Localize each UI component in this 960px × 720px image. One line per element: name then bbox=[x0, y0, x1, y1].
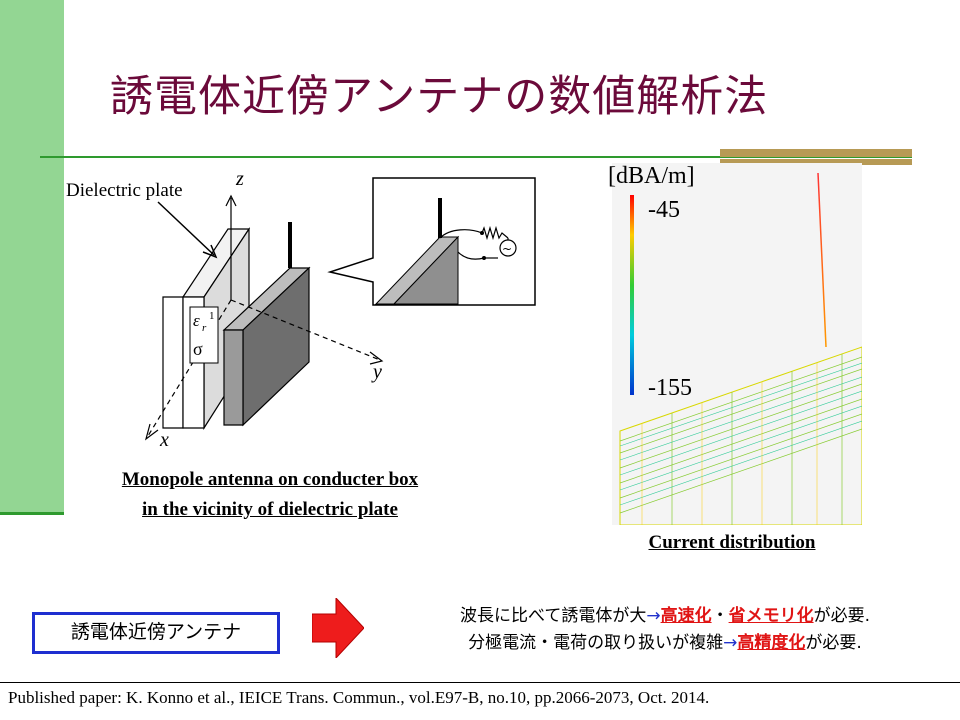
feed-circuit bbox=[439, 225, 517, 260]
material-param-box bbox=[189, 306, 219, 364]
conclusion-line2-suffix: が必要. bbox=[805, 633, 862, 653]
box-mesh-outline bbox=[619, 346, 862, 525]
conclusion-text: 波長に比べて誘電体が大→高速化・省メモリ化が必要. 分極電流・電荷の取り扱いが複… bbox=[370, 603, 960, 657]
conclusion-arrow-1: → bbox=[646, 606, 661, 626]
sigma-symbol: σ bbox=[193, 339, 203, 359]
current-distribution-plot bbox=[619, 172, 862, 525]
left-accent-underline bbox=[0, 512, 64, 515]
conclusion-separator: ・ bbox=[711, 606, 729, 626]
conclusion-arrow-2: → bbox=[723, 633, 738, 653]
colorbar-max-label: -45 bbox=[648, 197, 680, 223]
conclusion-line1-suffix: が必要. bbox=[813, 606, 870, 626]
highlight-speed: 高速化 bbox=[660, 606, 712, 626]
callout-box bbox=[32, 612, 280, 654]
gold-accent-bar-bottom bbox=[720, 159, 912, 165]
axis-z-label: z bbox=[235, 168, 244, 190]
right-arrow-icon bbox=[312, 598, 364, 658]
header-rule bbox=[40, 156, 912, 158]
highlight-memory: 省メモリ化 bbox=[728, 606, 814, 626]
dielectric-plate-label: Dielectric plate bbox=[66, 180, 183, 201]
gold-accent-bar-top bbox=[720, 149, 912, 157]
zoom-callout bbox=[327, 177, 536, 306]
mesh-lines bbox=[619, 354, 862, 525]
conclusion-line1: 波長に比べて誘電体が大→高速化・省メモリ化が必要. bbox=[370, 603, 960, 630]
antenna-diagram: z y x Dielectric plate ε r 1 σ ~ bbox=[66, 168, 536, 451]
monopole-current-trace bbox=[817, 172, 827, 348]
epsilon-subscript: r bbox=[202, 322, 207, 334]
source-symbol: ~ bbox=[502, 242, 512, 256]
slide-title: 誘電体近傍アンテナの数値解析法 bbox=[110, 72, 769, 122]
left-accent-bar bbox=[0, 0, 64, 514]
highlight-accuracy: 高精度化 bbox=[737, 633, 806, 653]
callout-label: 誘電体近傍アンテナ bbox=[70, 621, 242, 643]
axes bbox=[144, 194, 384, 441]
antenna-caption: Monopole antenna on conducter box in the… bbox=[70, 465, 470, 525]
dielectric-plate bbox=[162, 227, 251, 431]
conclusion-line1-prefix: 波長に比べて誘電体が大 bbox=[460, 606, 647, 626]
axis-x-label: x bbox=[159, 429, 169, 451]
current-distribution-caption: Current distribution bbox=[648, 532, 816, 553]
epsilon-symbol: ε bbox=[193, 311, 200, 330]
colorbar bbox=[630, 195, 634, 395]
conclusion-line2: 分極電流・電荷の取り扱いが複雑→高精度化が必要. bbox=[370, 630, 960, 657]
conductor-box bbox=[222, 266, 311, 427]
antenna-caption-line2: in the vicinity of dielectric plate bbox=[142, 499, 398, 520]
publication-reference: Published paper: K. Konno et al., IEICE … bbox=[8, 688, 710, 707]
conclusion-line2-prefix: 分極電流・電荷の取り扱いが複雑 bbox=[468, 633, 724, 653]
epsilon-superscript: 1 bbox=[209, 310, 215, 322]
colorbar-min-label: -155 bbox=[648, 375, 692, 401]
colorbar-unit-label: [dBA/m] bbox=[608, 163, 695, 189]
footer-rule bbox=[0, 682, 960, 683]
antenna-caption-line1: Monopole antenna on conducter box bbox=[121, 469, 419, 490]
axis-y-label: y bbox=[371, 361, 382, 383]
